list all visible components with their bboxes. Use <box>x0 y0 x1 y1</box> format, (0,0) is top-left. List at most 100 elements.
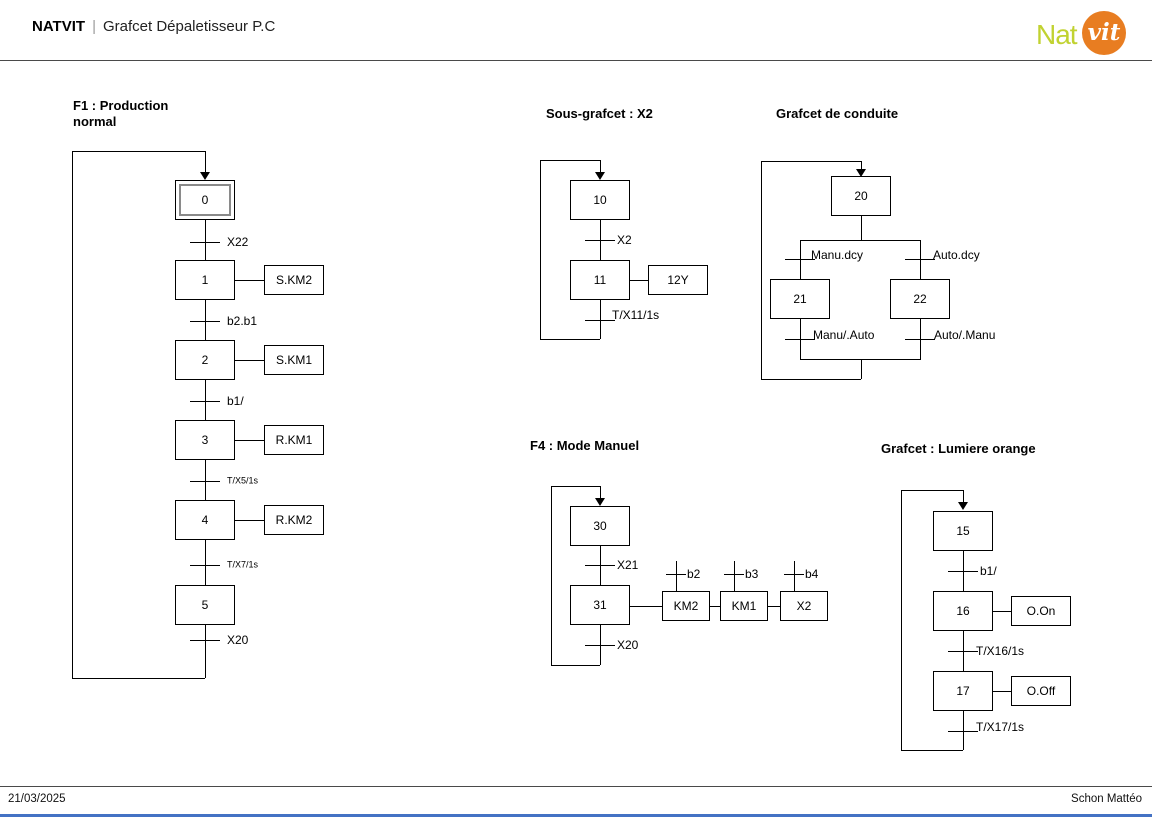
action-box: O.On <box>1011 596 1071 626</box>
transition-bar <box>190 565 220 566</box>
transition-label: Auto.dcy <box>933 248 980 262</box>
grafcet-sous-grafcet-x2: Sous-grafcet : X2 X2 T/X11/1s 10 11 12Y <box>520 100 740 350</box>
arrow-down-icon <box>856 169 866 177</box>
transition-label: b1/ <box>227 394 244 408</box>
action-label: KM1 <box>731 599 757 613</box>
diagram-title-line2: normal <box>73 114 117 130</box>
connector <box>205 625 206 678</box>
action-label: KM2 <box>673 599 699 613</box>
step-box: 10 <box>570 180 630 220</box>
logo-text-vit: vit <box>1087 18 1121 46</box>
step-box: 2 <box>175 340 235 380</box>
connector <box>861 161 862 170</box>
transition-label: b1/ <box>980 564 997 578</box>
transition-bar <box>190 481 220 482</box>
connector <box>235 360 264 361</box>
condition-line <box>794 561 795 591</box>
connector <box>768 606 780 607</box>
connector <box>551 665 600 666</box>
initial-step-inner-border <box>179 184 231 216</box>
condition-bar <box>784 574 804 575</box>
transition-label: X20 <box>227 633 249 647</box>
transition-label: X20 <box>617 638 639 652</box>
transition-label: T/X7/1s <box>227 559 259 570</box>
step-number: 11 <box>593 273 607 287</box>
action-label: O.On <box>1026 604 1056 618</box>
transition-bar <box>190 242 220 243</box>
connector <box>72 678 205 679</box>
arrow-down-icon <box>595 172 605 180</box>
initial-step-box: 0 <box>175 180 235 220</box>
step-number: 2 <box>201 353 209 367</box>
connector <box>551 486 552 665</box>
transition-label: Manu/.Auto <box>813 328 875 342</box>
step-number: 10 <box>593 193 607 207</box>
connector <box>963 490 964 503</box>
diagram-title: Sous-grafcet : X2 <box>546 106 653 121</box>
logo-text-nat: Nat <box>1036 19 1078 50</box>
step-box: 11 <box>570 260 630 300</box>
diagram-title: Grafcet : Lumiere orange <box>881 441 1036 456</box>
header: NATVIT|Grafcet Dépaletisseur P.C <box>32 18 275 35</box>
grafcet-de-conduite: Grafcet de conduite Manu.dcy Auto.dcy Ma… <box>750 100 1070 390</box>
diagram-title: Grafcet de conduite <box>776 106 899 121</box>
transition-bar <box>190 401 220 402</box>
connector <box>600 486 601 499</box>
step-box: 22 <box>890 279 950 319</box>
connector <box>235 520 264 521</box>
transition-label: X21 <box>617 558 639 572</box>
diagram-title-line1: F1 : Production <box>73 98 169 113</box>
connector <box>710 606 720 607</box>
page-title: Grafcet Dépaletisseur P.C <box>102 18 276 35</box>
action-box: S.KM1 <box>264 345 324 375</box>
step-box: 20 <box>831 176 891 216</box>
brand-name: NATVIT <box>32 18 86 35</box>
connector <box>993 611 1011 612</box>
step-number: 20 <box>854 189 868 203</box>
footer-divider <box>0 786 1152 787</box>
transition-bar <box>948 651 978 652</box>
transition-label: T/X5/1s <box>227 475 259 486</box>
condition-line <box>734 561 735 591</box>
transition-bar <box>585 320 615 321</box>
transition-label: X22 <box>227 235 249 249</box>
connector <box>551 486 600 487</box>
action-box: S.KM2 <box>264 265 324 295</box>
action-box: X2 <box>780 591 828 621</box>
connector <box>993 691 1011 692</box>
bottom-accent-bar <box>0 814 1152 817</box>
arrow-down-icon <box>958 502 968 510</box>
divergence-line <box>800 240 921 241</box>
transition-bar <box>948 571 978 572</box>
connector <box>761 161 861 162</box>
connector <box>540 160 600 161</box>
action-box: KM1 <box>720 591 768 621</box>
condition-line <box>676 561 677 591</box>
action-label: R.KM2 <box>275 513 313 527</box>
connector <box>235 440 264 441</box>
arrow-down-icon <box>595 498 605 506</box>
step-number: 3 <box>201 433 209 447</box>
transition-label: T/X16/1s <box>976 644 1025 658</box>
grafcet-f4-mode-manuel: F4 : Mode Manuel X21 X20 b2 b3 b4 30 31 … <box>520 430 850 675</box>
transition-bar <box>585 240 615 241</box>
diagram-title: F1 : Production normal <box>73 98 168 131</box>
diagram-title: F4 : Mode Manuel <box>530 438 640 453</box>
step-box: 21 <box>770 279 830 319</box>
connector <box>540 160 541 339</box>
step-number: 15 <box>956 524 970 538</box>
transition-bar <box>905 339 935 340</box>
connector <box>630 606 662 607</box>
action-box: KM2 <box>662 591 710 621</box>
step-number: 1 <box>201 273 209 287</box>
connector <box>630 280 648 281</box>
action-label: 12Y <box>667 273 689 287</box>
step-box: 31 <box>570 585 630 625</box>
step-number: 5 <box>201 598 209 612</box>
connector <box>235 280 264 281</box>
action-box: R.KM1 <box>264 425 324 455</box>
connector <box>761 379 861 380</box>
transition-bar <box>190 321 220 322</box>
connector <box>861 216 862 240</box>
